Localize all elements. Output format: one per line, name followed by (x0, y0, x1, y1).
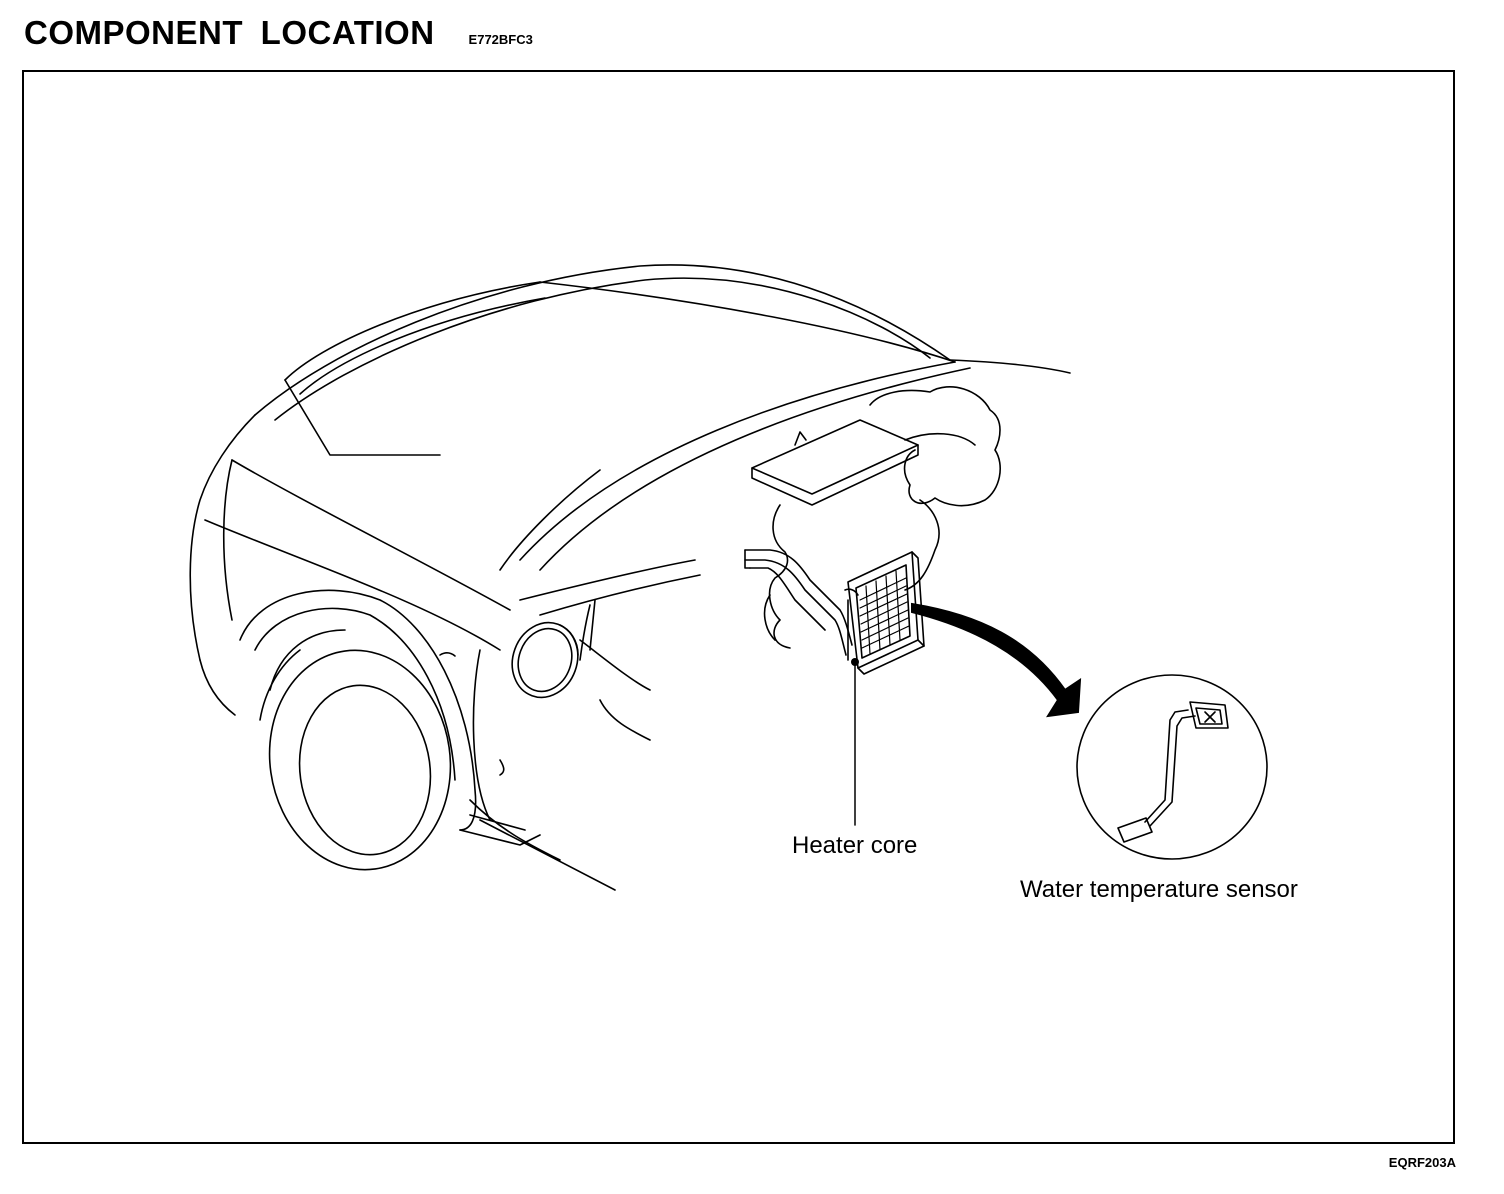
page-header: COMPONENT LOCATION E772BFC3 (24, 14, 533, 58)
detail-arrow (911, 602, 1082, 718)
water-temperature-sensor-label: Water temperature sensor (1020, 876, 1298, 903)
sensor-detail-callout (1076, 674, 1268, 860)
document-code: E772BFC3 (468, 32, 533, 47)
figure-code: EQRF203A (1388, 1155, 1456, 1170)
diagram-frame (22, 70, 1455, 1144)
hvac-unit-illustration (744, 386, 1001, 675)
heater-core-fins (859, 570, 910, 655)
heater-core-label: Heater core (792, 832, 917, 859)
vehicle-illustration (189, 264, 1071, 891)
page-title: COMPONENT LOCATION (24, 14, 435, 51)
